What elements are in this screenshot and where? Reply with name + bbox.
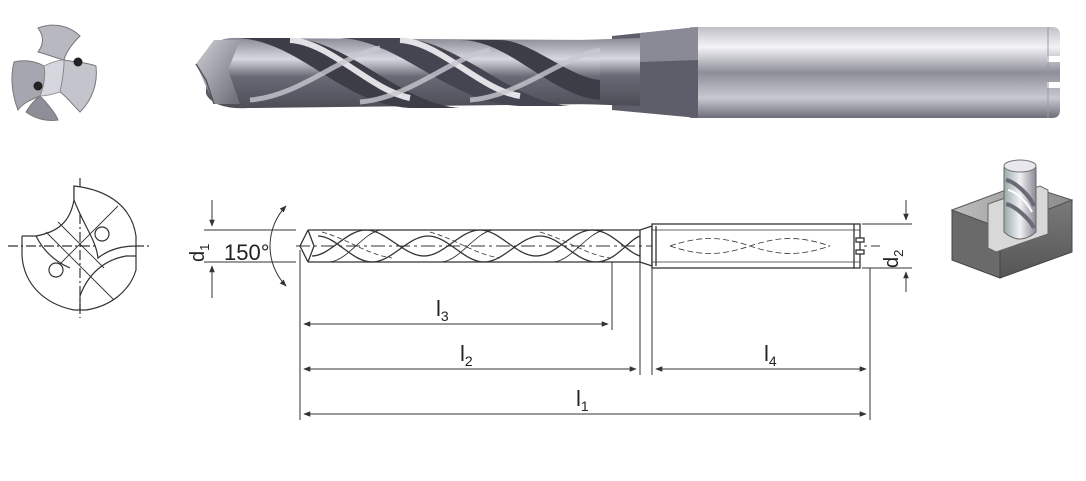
- cross-section-line-icon: [8, 178, 152, 318]
- drill-technical-drawing: [296, 223, 880, 269]
- svg-text:d2: d2: [881, 250, 906, 268]
- angle-label: 150°: [224, 240, 270, 265]
- l1-label: l1: [576, 386, 589, 414]
- cross-section-icon: [11, 24, 97, 121]
- dimension-lines: [204, 200, 912, 420]
- l3-label: l3: [436, 296, 449, 324]
- d2-label: d2: [881, 250, 906, 268]
- svg-text:d1: d1: [187, 244, 212, 262]
- l4-label: l4: [764, 341, 777, 369]
- d1-label: d1: [187, 244, 212, 262]
- l2-label: l2: [460, 341, 473, 369]
- workpiece-hole-icon: [950, 159, 1074, 279]
- drill-photo: [195, 27, 1063, 118]
